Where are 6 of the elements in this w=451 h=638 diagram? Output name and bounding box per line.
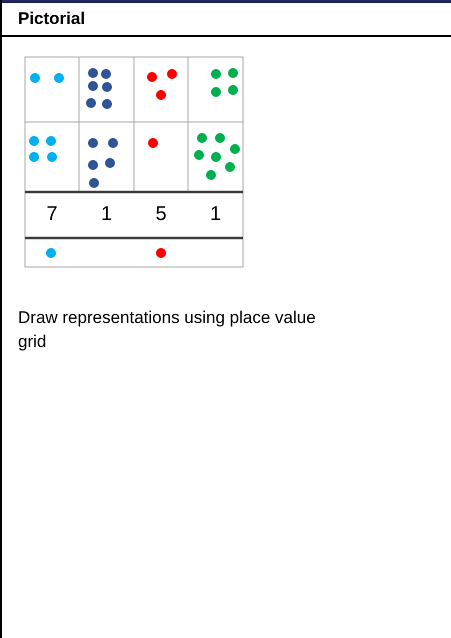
digit: 7	[45, 202, 59, 226]
instruction-text: Draw representations using place value grid	[18, 307, 317, 353]
column-header: Pictorial	[18, 8, 86, 30]
digit: 5	[154, 202, 168, 226]
digit: 1	[208, 202, 222, 226]
digit: 1	[100, 202, 114, 226]
